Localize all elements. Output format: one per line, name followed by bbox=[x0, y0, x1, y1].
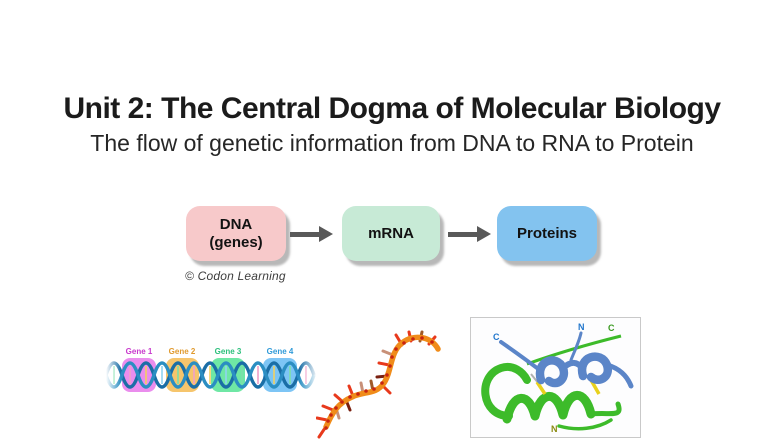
proteins-box: Proteins bbox=[497, 206, 597, 261]
rna-bases bbox=[316, 330, 437, 439]
c-terminus-top-label: C bbox=[608, 323, 615, 333]
proteins-box-label: Proteins bbox=[516, 224, 577, 242]
helix-strand-1 bbox=[106, 361, 316, 389]
mrna-strand-illustration bbox=[316, 330, 441, 439]
blue-coil-connector bbox=[560, 359, 586, 372]
arrow-shaft bbox=[448, 232, 478, 237]
green-alpha-helix bbox=[502, 391, 596, 424]
arrow-shaft bbox=[290, 232, 320, 237]
dna-box-label-line1: DNA bbox=[219, 215, 253, 233]
mrna-box-label: mRNA bbox=[368, 224, 414, 242]
blue-strand-top bbox=[569, 331, 583, 362]
helix-fade-right bbox=[299, 350, 318, 398]
slide-subtitle: The flow of genetic information from DNA… bbox=[90, 130, 694, 156]
blue-coil-1 bbox=[535, 356, 569, 388]
blue-coil-2 bbox=[577, 352, 613, 384]
rna-backbone-dots bbox=[324, 336, 434, 430]
dna-genes-box: DNA (genes) bbox=[186, 206, 286, 261]
blue-strand-left bbox=[499, 340, 539, 370]
dna-genes-illustration: Gene 1 Gene 2 Gene 3 Gene 4 bbox=[106, 347, 318, 398]
protein-image-frame: N C C N bbox=[470, 317, 641, 438]
protein-ribbon-illustration: N C C N bbox=[481, 322, 634, 434]
arrow-dna-to-mrna-icon bbox=[290, 226, 334, 242]
slide-title: Unit 2: The Central Dogma of Molecular B… bbox=[63, 92, 721, 125]
copyright-credit: © Codon Learning bbox=[185, 269, 286, 283]
n-terminus-top-label: N bbox=[578, 322, 585, 332]
green-loop-left bbox=[481, 363, 531, 420]
gene2-label: Gene 2 bbox=[169, 347, 196, 356]
gene1-label: Gene 1 bbox=[126, 347, 153, 356]
arrow-head bbox=[477, 226, 491, 242]
green-tail-bottom bbox=[557, 418, 613, 431]
arrow-head bbox=[319, 226, 333, 242]
n-terminus-bottom-label: N bbox=[551, 424, 558, 434]
gene4-label: Gene 4 bbox=[267, 347, 294, 356]
green-curl-right bbox=[588, 401, 622, 417]
dna-box-label-line2: (genes) bbox=[209, 233, 263, 251]
helix-fade-left bbox=[106, 350, 121, 398]
c-terminus-left-label: C bbox=[493, 332, 500, 342]
helix-strand-2 bbox=[106, 361, 316, 389]
mrna-box: mRNA bbox=[342, 206, 440, 261]
gene3-label: Gene 3 bbox=[215, 347, 242, 356]
arrow-mrna-to-proteins-icon bbox=[448, 226, 492, 242]
blue-tail-right bbox=[604, 362, 634, 389]
base-pair-rungs bbox=[113, 366, 307, 384]
